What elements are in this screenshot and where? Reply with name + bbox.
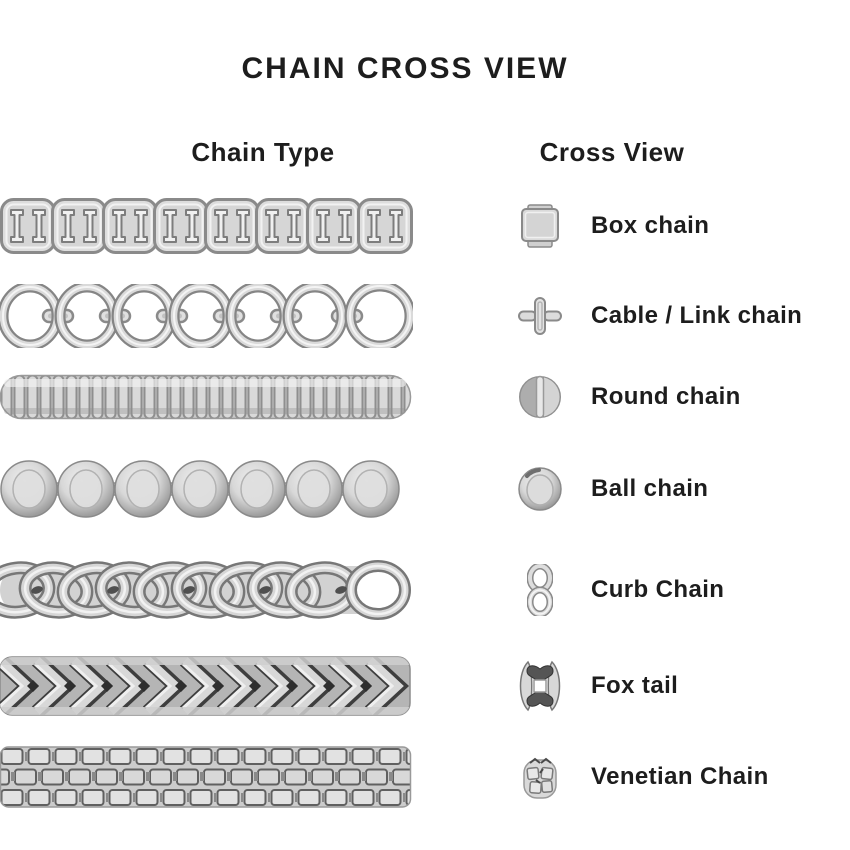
cable-link-chain-cross-section-icon (518, 296, 562, 336)
ball-chain-cross-section-icon (517, 466, 563, 512)
fox-tail-chain-image (0, 652, 413, 720)
row-ball-chain: Ball chain (0, 449, 850, 529)
row-round-chain: Round chain (0, 357, 850, 437)
row-box-chain: Box chain (0, 186, 850, 266)
cable-link-chain-label: Cable / Link chain (591, 302, 803, 329)
column-header-chain-type: Chain Type (191, 137, 335, 167)
ball-chain-image (0, 457, 413, 521)
curb-chain-image (0, 555, 413, 625)
venetian-chain-image (0, 745, 413, 809)
fox-tail-chain-label: Fox tail (591, 672, 679, 699)
round-chain-image (0, 374, 413, 420)
cable-link-chain-image (0, 284, 413, 348)
page-title: CHAIN CROSS VIEW (241, 52, 569, 85)
row-curb-chain: Curb Chain (0, 550, 850, 630)
box-chain-cross-section-icon (520, 203, 560, 249)
fox-tail-chain-cross-section-icon (514, 660, 566, 712)
round-chain-cross-section-icon (518, 375, 562, 419)
row-fox-tail-chain: Fox tail (0, 646, 850, 726)
ball-chain-label: Ball chain (591, 475, 709, 502)
curb-chain-cross-section-icon (527, 564, 553, 616)
venetian-chain-label: Venetian Chain (591, 763, 769, 790)
column-header-cross-view: Cross View (539, 137, 685, 167)
venetian-chain-cross-section-icon (522, 754, 558, 800)
box-chain-label: Box chain (591, 212, 710, 239)
row-cable-link-chain: Cable / Link chain (0, 276, 850, 356)
round-chain-label: Round chain (591, 383, 741, 410)
curb-chain-label: Curb Chain (591, 576, 725, 603)
box-chain-image (0, 197, 413, 255)
row-venetian-chain: Venetian Chain (0, 737, 850, 817)
